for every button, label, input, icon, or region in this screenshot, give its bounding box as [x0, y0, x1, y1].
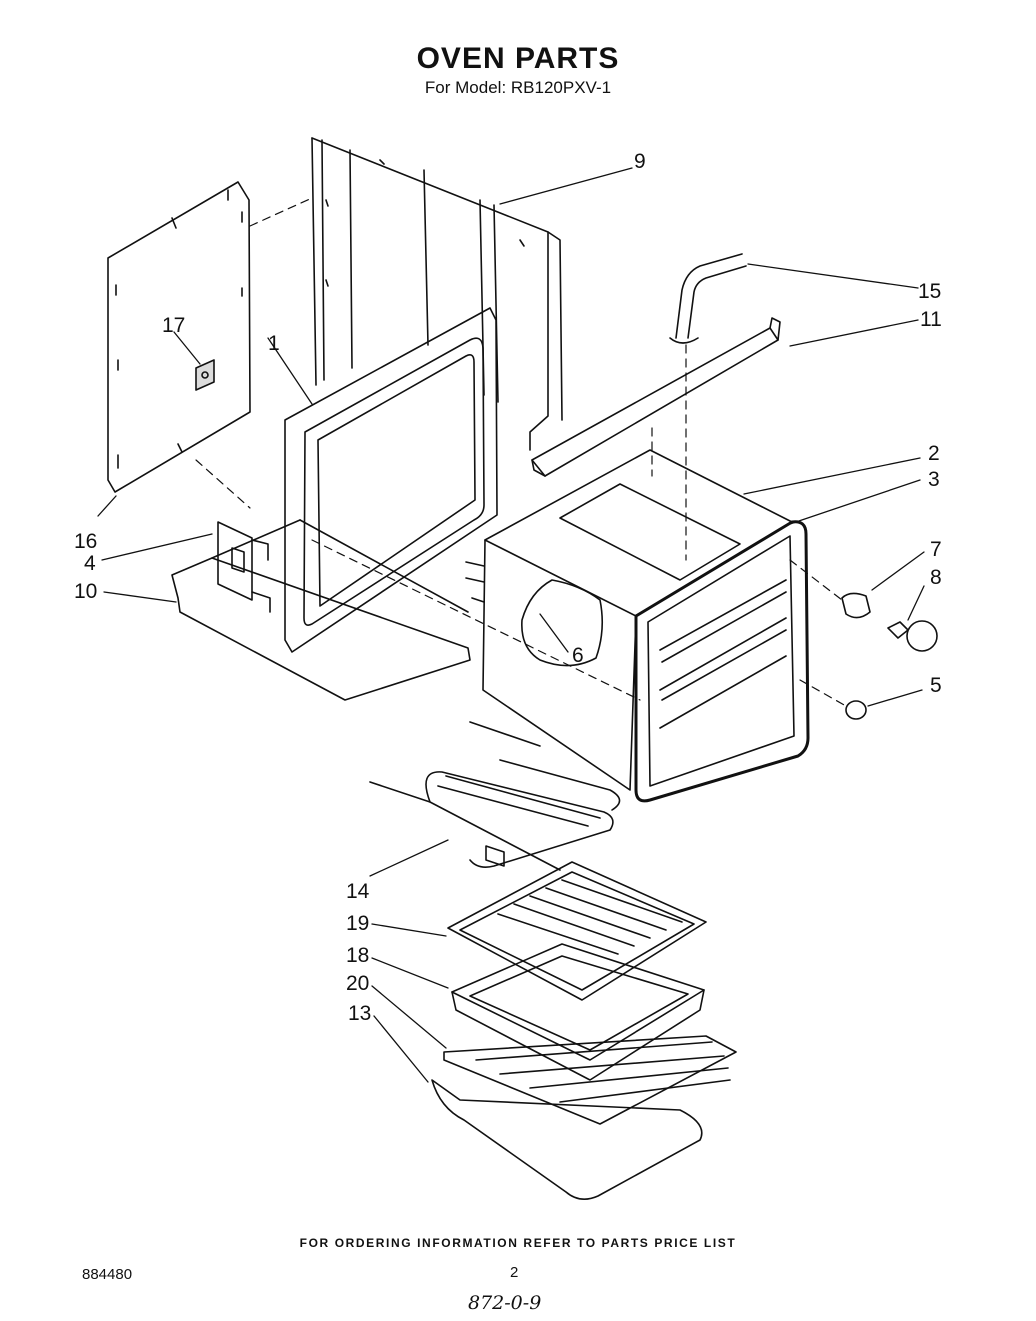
- part-9-rear-panel: [311, 137, 563, 451]
- part-4-bracket: [217, 521, 271, 613]
- part-11-rail: [531, 317, 781, 477]
- callout-20: 20: [346, 972, 369, 995]
- handwritten-note: 872-0-9: [468, 1292, 542, 1314]
- callout-7: 7: [930, 538, 942, 561]
- callout-11: 11: [920, 308, 942, 331]
- ordering-note: FOR ORDERING INFORMATION REFER TO PARTS …: [299, 1236, 737, 1250]
- callout-10: 10: [74, 580, 97, 603]
- assembly-guide-lines: [195, 197, 847, 707]
- page-number: 2: [510, 1264, 519, 1281]
- callout-4: 4: [84, 552, 96, 575]
- part-8-light-bulb: [887, 620, 938, 652]
- callout-1: 1: [268, 332, 280, 355]
- callout-2: 2: [928, 442, 940, 465]
- part-19-broiler-grid: [447, 861, 707, 1001]
- part-2-oven-liner: [465, 449, 793, 791]
- callout-3: 3: [928, 468, 940, 491]
- callout-18: 18: [346, 944, 369, 967]
- callout-6: 6: [572, 644, 584, 667]
- part-1-front-frame: [284, 307, 498, 653]
- part-17-bracket: [195, 359, 215, 391]
- part-13-oven-rack: [431, 1079, 703, 1200]
- part-14-bake-element: [369, 721, 621, 871]
- part-18-broiler-pan: [451, 943, 705, 1081]
- callout-19: 19: [346, 912, 369, 935]
- part-20-oven-rack: [443, 1035, 737, 1125]
- callout-8: 8: [930, 566, 942, 589]
- callout-15: 15: [918, 280, 941, 303]
- leader-lines: [97, 167, 925, 1083]
- callout-16: 16: [74, 530, 97, 553]
- part-7-socket: [841, 592, 871, 619]
- part-15-vent-tube: [669, 253, 747, 344]
- part-10-bottom-tray: [171, 519, 471, 701]
- page-title: OVEN PARTS: [416, 42, 620, 75]
- document-number: 884480: [82, 1266, 133, 1283]
- callout-14: 14: [346, 880, 370, 903]
- model-subtitle: For Model: RB120PXV-1: [424, 78, 612, 97]
- callout-17: 17: [162, 314, 185, 337]
- part-16-side-panel: [107, 181, 251, 493]
- callout-9: 9: [634, 150, 646, 173]
- part-5-plug: [845, 700, 867, 720]
- callout-13: 13: [348, 1002, 371, 1025]
- part-3-door-gasket: [634, 520, 810, 803]
- callout-labels: 9 15 11 2 3 7 8 5 17 1 16 4 10 6 14 19 1…: [74, 150, 942, 1025]
- callout-5: 5: [930, 674, 942, 697]
